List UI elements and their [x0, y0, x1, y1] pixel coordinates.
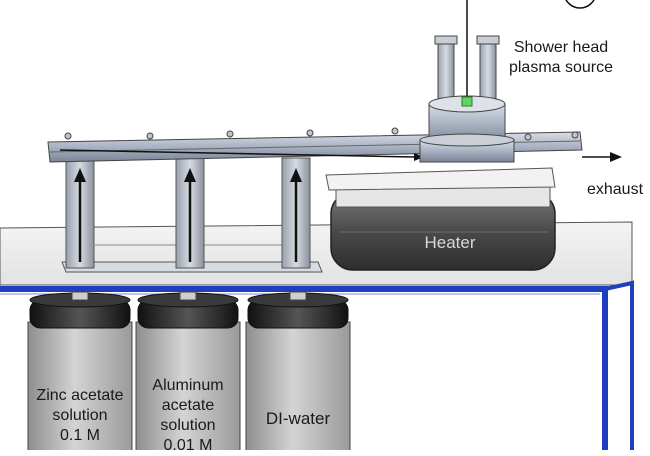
bottle-aluminum-label-line1: Aluminum [152, 377, 224, 394]
exhaust-label: exhaust [586, 181, 644, 198]
bottle-zinc-label-line3: 0.1 M [59, 427, 100, 444]
bottle-di-water [245, 291, 351, 453]
exhaust-arrow [582, 152, 622, 162]
shower-head-label: Shower head plasma source [500, 38, 622, 78]
shower-head-label-line2: plasma source [508, 59, 614, 76]
bottle-zinc-label: Zinc acetate solution 0.1 M [28, 386, 132, 446]
bottle-water-label: DI-water [265, 409, 331, 428]
vertical-support-1 [65, 157, 95, 269]
vertical-support-3 [281, 157, 311, 269]
bottle-aluminum-label-line4: 0.01 M [163, 437, 213, 454]
shower-head-label-line1: Shower head [513, 39, 609, 56]
bottle-zinc-label-line1: Zinc acetate [36, 387, 124, 404]
bottle-zinc-acetate [27, 291, 133, 453]
bottle-aluminum-label: Aluminum acetate solution 0.01 M [136, 376, 240, 456]
vertical-support-2 [175, 157, 205, 269]
bottle-zinc-label-line2: solution [52, 407, 108, 424]
heater [325, 167, 556, 271]
bottle-aluminum-label-line2: acetate [161, 397, 215, 414]
shower-head-plasma-source [419, 0, 515, 163]
bottle-aluminum-label-line3: solution [160, 417, 216, 434]
heater-label: Heater [424, 233, 476, 252]
